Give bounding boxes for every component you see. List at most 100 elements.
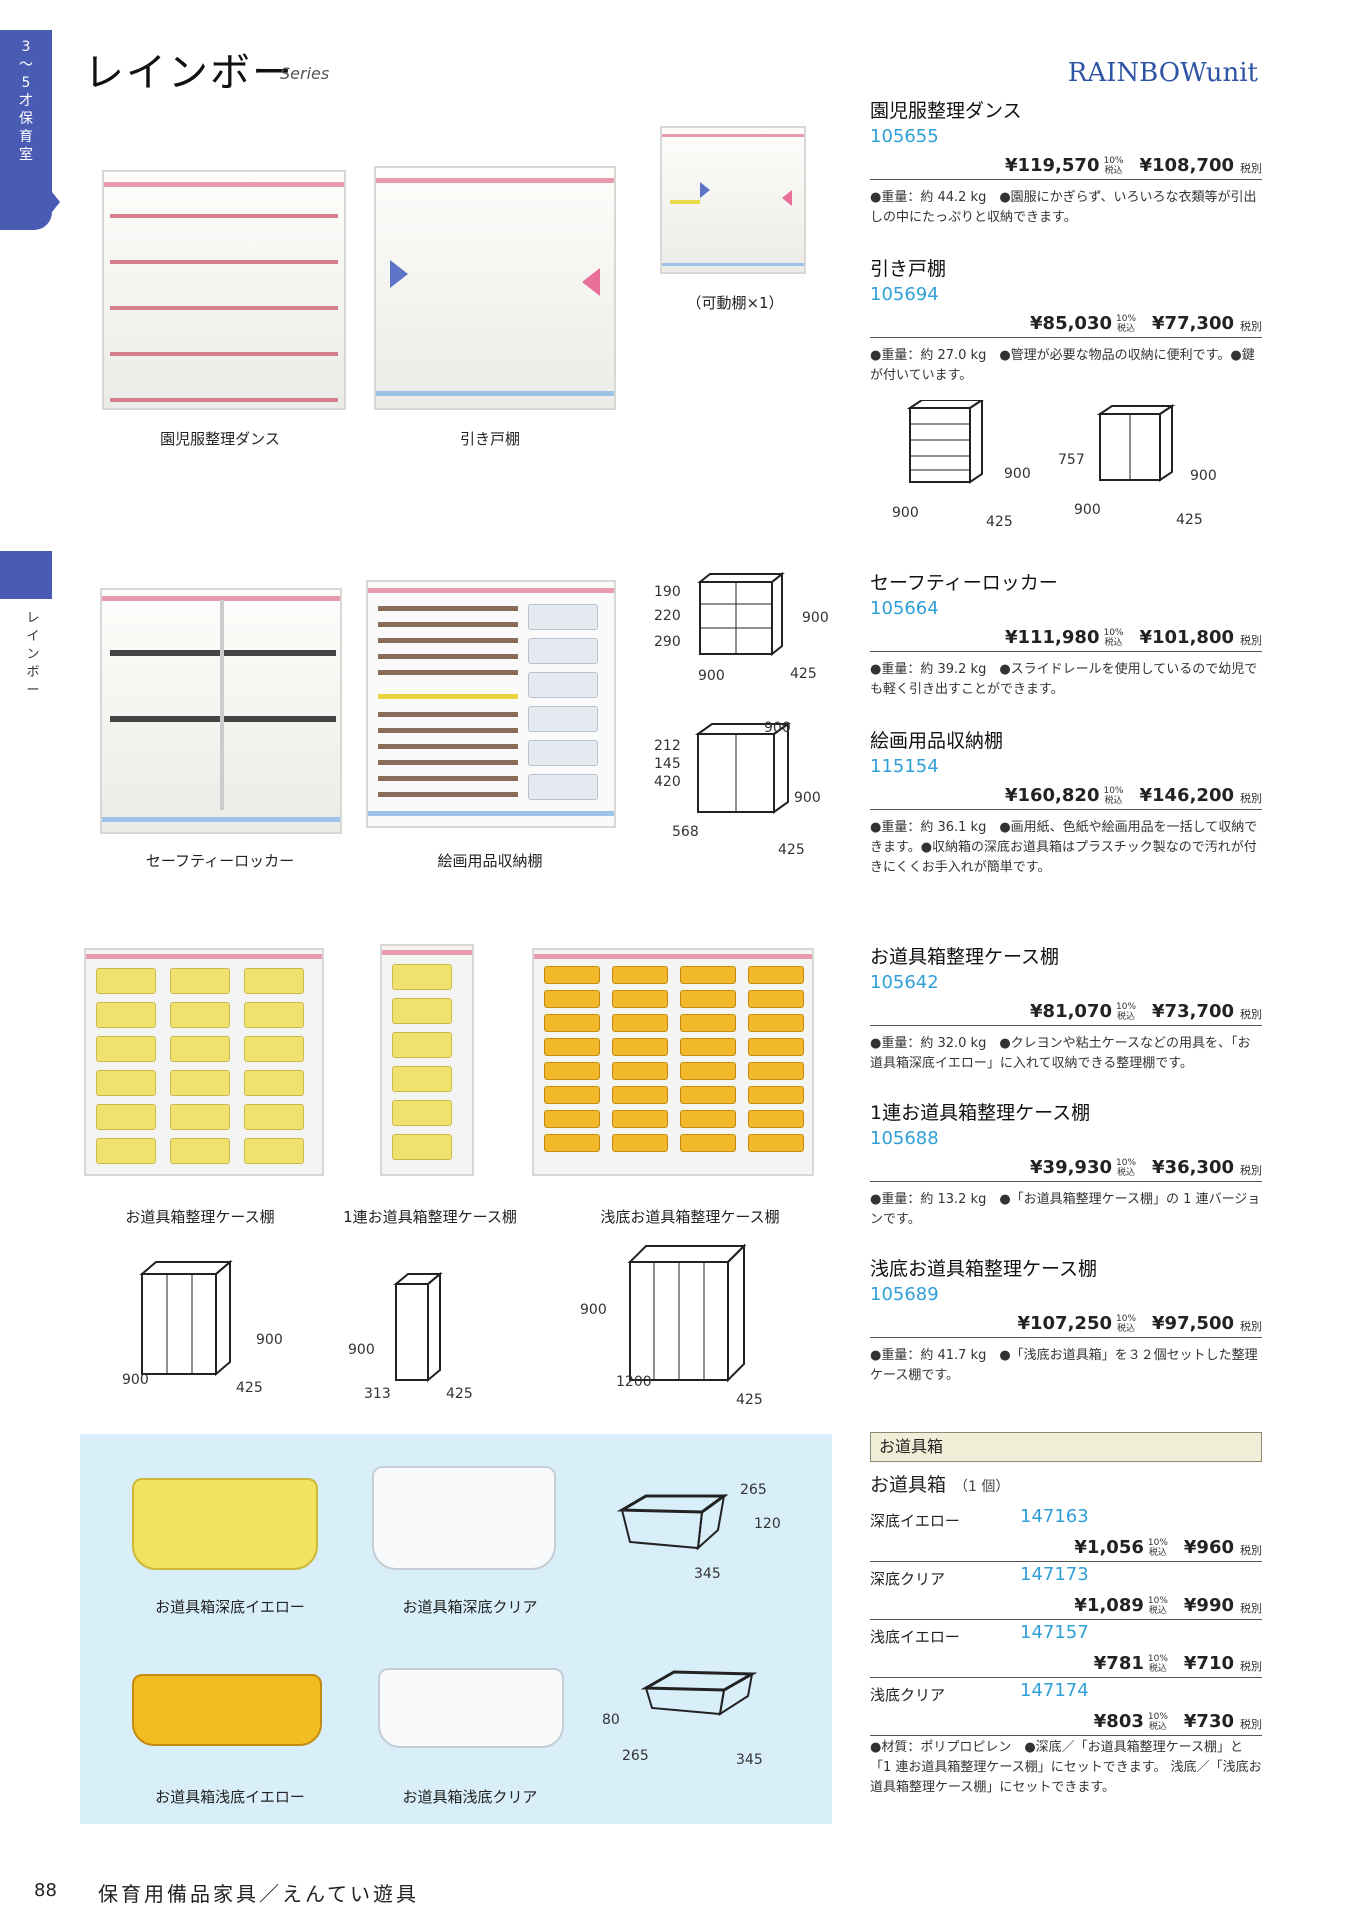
product-name: お道具箱整理ケース棚: [870, 946, 1060, 968]
dresser-line-drawing: [906, 400, 984, 484]
product-desc: ●重量：約 27.0 kg ●管理が必要な物品の収納に便利です。●鍵が付いていま…: [870, 348, 1255, 383]
price-row: ¥81,070 10%税込 ¥73,700 税別: [870, 996, 1262, 1026]
product-tool-case-shallow: 浅底お道具箱整理ケース棚 105689 ¥107,250 10%税込 ¥97,5…: [870, 1256, 1262, 1386]
dim-label: 313: [364, 1386, 391, 1402]
dim-label: 120: [754, 1516, 781, 1532]
tool-case-shallow-photo: [532, 948, 814, 1176]
price-row: ¥85,030 10%税込 ¥77,300 税別: [870, 308, 1262, 338]
price-excl: ¥146,200: [1139, 785, 1234, 806]
dresser-photo: [102, 170, 346, 410]
product-code[interactable]: 115154: [870, 756, 939, 777]
safety-locker-photo: [100, 588, 342, 834]
price-incl: ¥160,820: [1004, 785, 1100, 806]
dim-label: 425: [986, 514, 1013, 530]
deep-tray-line-drawing: [616, 1493, 729, 1551]
product-code[interactable]: 147173: [1020, 1564, 1089, 1585]
product-desc: ●重量：約 44.2 kg ●園服にかぎらず、いろいろな衣類等が引出しの中にたっ…: [870, 190, 1257, 225]
price-incl: ¥39,930: [1030, 1157, 1112, 1178]
dim-label: 265: [740, 1482, 767, 1498]
footer-title: 保育用備品家具／えんてい遊具: [98, 1882, 419, 1906]
product-name: 引き戸棚: [870, 258, 947, 280]
product-name: 園児服整理ダンス: [870, 100, 1022, 122]
product-name: 1連お道具箱整理ケース棚: [870, 1102, 1091, 1124]
product-art-shelf: 絵画用品収納棚 115154 ¥160,820 10%税込 ¥146,200 税…: [870, 728, 1262, 878]
product-code[interactable]: 105664: [870, 598, 939, 619]
tool-case-line-drawing: [139, 1259, 233, 1377]
product-code[interactable]: 105655: [870, 126, 939, 147]
dim-label: 425: [790, 666, 817, 682]
price-excl: ¥36,300: [1152, 1157, 1234, 1178]
dim-label: 425: [1176, 512, 1203, 528]
dim-label: 900: [122, 1372, 149, 1388]
dim-label: 568: [672, 824, 699, 840]
section-tab-rainbow[interactable]: [0, 551, 52, 599]
tray-shallow-yellow-photo: [132, 1674, 322, 1746]
dim-label: 900: [802, 610, 829, 626]
dim-label: 900: [892, 505, 919, 521]
accessory-desc: ●材質：ポリプロピレン ●深底／「お道具箱整理ケース棚」と「1 連お道具箱整理ケ…: [870, 1740, 1262, 1795]
accessory-title: お道具箱（1 個）: [870, 1474, 1010, 1496]
price-excl: ¥101,800: [1139, 627, 1234, 648]
dim-label: 900: [348, 1342, 375, 1358]
product-code[interactable]: 105688: [870, 1128, 939, 1149]
dim-label: 757: [1058, 452, 1085, 468]
dim-label: 900: [580, 1302, 607, 1318]
product-name: 浅底お道具箱整理ケース棚: [870, 1258, 1098, 1280]
product-code[interactable]: 105694: [870, 284, 939, 305]
side-vertical-label: レ イ ン ボ ー: [26, 611, 40, 698]
product-desc: ●重量：約 41.7 kg ●「浅底お道具箱」を３２個セットした整理ケース棚です…: [870, 1348, 1258, 1383]
dim-label: 145: [654, 756, 681, 772]
product-code[interactable]: 147174: [1020, 1680, 1089, 1701]
locker-line-drawing: [697, 571, 785, 657]
tray-caption: お道具箱浅底クリア: [402, 1788, 538, 1806]
sliding-door-photo: [374, 166, 616, 410]
accessory-row: 深底クリア 147173 ¥1,089 10%税込 ¥990 税別: [870, 1564, 1262, 1622]
tool-case-single-photo: [380, 944, 474, 1176]
page-subtitle: Series: [280, 64, 330, 83]
dresser-caption: 園児服整理ダンス: [160, 430, 280, 448]
dim-label: 220: [654, 608, 681, 624]
product-desc: ●重量：約 32.0 kg ●クレヨンや粘土ケースなどの用具を、「お道具箱深底イ…: [870, 1036, 1251, 1071]
dim-label: 265: [622, 1748, 649, 1764]
art-shelf-photo: [366, 580, 616, 828]
price-excl: ¥73,700: [1152, 1001, 1234, 1022]
tray-caption: お道具箱浅底イエロー: [155, 1788, 305, 1806]
dim-label: 900: [794, 790, 821, 806]
accessory-row: 浅底イエロー 147157 ¥781 10%税込 ¥710 税別: [870, 1622, 1262, 1680]
tray-caption: お道具箱深底クリア: [402, 1598, 538, 1616]
accessory-row: 深底イエロー 147163 ¥1,056 10%税込 ¥960 税別: [870, 1506, 1262, 1564]
tray-caption: お道具箱深底イエロー: [155, 1598, 305, 1616]
price-row: ¥107,250 10%税込 ¥97,500 税別: [870, 1308, 1262, 1338]
price-incl: ¥119,570: [1004, 155, 1100, 176]
sliding-door-line-drawing: [1096, 404, 1176, 482]
sliding-door-caption: 引き戸棚: [459, 430, 520, 448]
brand-logo: RAINBOWunit: [1067, 58, 1258, 88]
dim-label: 425: [236, 1380, 263, 1396]
product-code[interactable]: 105689: [870, 1284, 939, 1305]
dim-label: 190: [654, 584, 681, 600]
dim-label: 900: [1004, 466, 1031, 482]
tray-shallow-clear-photo: [378, 1668, 564, 1748]
tool-case-shallow-line-drawing: [627, 1243, 747, 1383]
product-sliding-door: 引き戸棚 105694 ¥85,030 10%税込 ¥77,300 税別 ●重量…: [870, 256, 1262, 386]
dim-label: 900: [764, 720, 791, 736]
price-excl: ¥97,500: [1152, 1313, 1234, 1334]
accessory-section-header: お道具箱: [870, 1432, 1262, 1462]
price-excl: ¥108,700: [1139, 155, 1234, 176]
product-code[interactable]: 147163: [1020, 1506, 1089, 1527]
dim-label: 900: [256, 1332, 283, 1348]
product-name: セーフティーロッカー: [870, 572, 1058, 594]
product-code[interactable]: 105642: [870, 972, 939, 993]
section-tab-age[interactable]: 3 〜 5 才 保 育 室: [0, 30, 60, 230]
tool-case-shallow-caption: 浅底お道具箱整理ケース棚: [600, 1208, 780, 1226]
price-incl: ¥107,250: [1017, 1313, 1112, 1334]
page-number: 88: [34, 1880, 57, 1901]
price-row: ¥119,570 10%税込 ¥108,700 税別: [870, 150, 1262, 180]
price-incl: ¥111,980: [1004, 627, 1100, 648]
product-name: 絵画用品収納棚: [870, 730, 1004, 752]
product-tool-case-shelf: お道具箱整理ケース棚 105642 ¥81,070 10%税込 ¥73,700 …: [870, 944, 1262, 1074]
product-code[interactable]: 147157: [1020, 1622, 1089, 1643]
tool-case-single-line-drawing: [393, 1271, 443, 1383]
dim-label: 425: [446, 1386, 473, 1402]
dim-label: 345: [694, 1566, 721, 1582]
